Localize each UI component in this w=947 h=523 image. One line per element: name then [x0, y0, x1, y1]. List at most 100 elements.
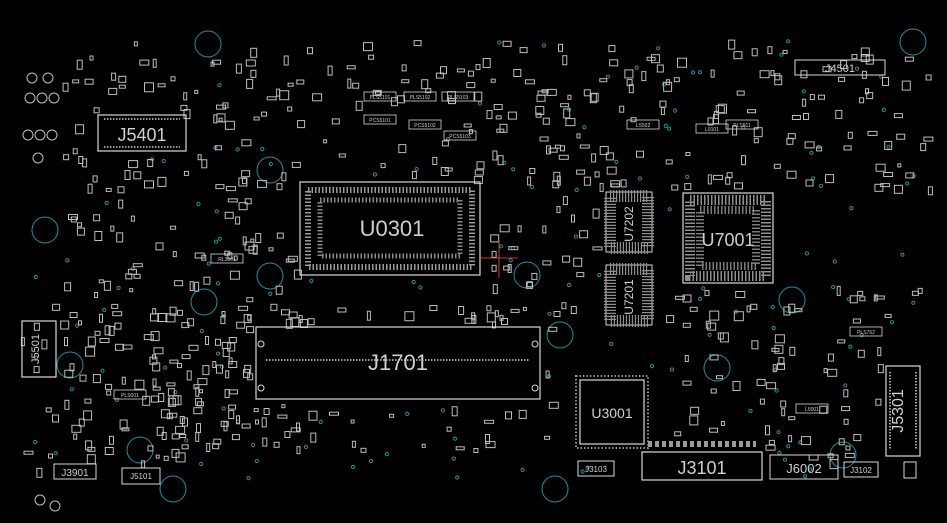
- smd-pad: [841, 406, 851, 412]
- smd-pad: [87, 336, 96, 347]
- j3901-connector[interactable]: J3901: [53, 463, 97, 480]
- smd-pad: [94, 231, 103, 241]
- via: [213, 239, 219, 244]
- smd-pad: [114, 322, 122, 330]
- smd-pad: [446, 426, 452, 432]
- smd-pad: [228, 337, 237, 343]
- smd-pad: [276, 88, 281, 97]
- smd-pad: [689, 306, 698, 312]
- smd-pad: [389, 413, 395, 418]
- j5101-connector[interactable]: J5101: [121, 467, 161, 485]
- smd-pad: [155, 454, 160, 459]
- via: [667, 207, 672, 212]
- mounting-hole: [194, 30, 222, 58]
- smd-pad: [592, 208, 600, 219]
- smd-pad: [719, 332, 729, 343]
- smd-pad: [281, 404, 286, 409]
- smd-pad: [562, 196, 568, 206]
- smd-pad: [235, 216, 241, 225]
- smd-pad: [545, 370, 550, 379]
- smd-pad: [117, 186, 125, 194]
- j3101-connector[interactable]: J3101: [641, 441, 763, 481]
- smd-pad: [52, 414, 59, 423]
- smd-pad: [87, 446, 96, 452]
- via: [859, 332, 864, 338]
- smd-pad: [307, 318, 315, 326]
- smd-pad: [690, 406, 700, 415]
- j3102-connector[interactable]: J3102: [843, 461, 879, 478]
- smd-pad: [492, 150, 498, 161]
- j4501-connector[interactable]: J4501: [794, 59, 886, 76]
- via: [508, 258, 513, 263]
- smd-pad: [160, 409, 170, 419]
- via: [786, 444, 791, 449]
- smd-pad: [843, 389, 849, 398]
- smd-pad: [750, 303, 758, 310]
- smd-pad: [78, 418, 85, 427]
- smd-pad: [576, 169, 586, 175]
- j5501-connector[interactable]: J5501: [21, 320, 57, 378]
- j1701-connector[interactable]: J1701: [255, 326, 541, 400]
- smd-pad: [170, 76, 176, 82]
- mounting-hole: [159, 475, 187, 503]
- smd-pad: [411, 171, 417, 180]
- smd-pad: [789, 346, 796, 356]
- smd-pad: [122, 344, 133, 350]
- smd-pad: [347, 78, 352, 89]
- smd-pad: [923, 136, 934, 142]
- u7201-memory[interactable]: U7201: [604, 263, 654, 327]
- smd-pad: [458, 306, 465, 315]
- smd-pad: [133, 171, 142, 180]
- via: [116, 285, 121, 290]
- via: [707, 332, 712, 337]
- smd-pad: [210, 61, 215, 67]
- u3001-chip[interactable]: U3001: [575, 375, 649, 449]
- smd-pad: [875, 163, 886, 172]
- smd-pad: [155, 242, 164, 251]
- j6002-connector[interactable]: J6002: [769, 454, 839, 480]
- smd-pad: [682, 322, 691, 328]
- u0301-cpu[interactable]: U0301: [299, 181, 481, 276]
- smd-pad: [150, 331, 160, 342]
- j5301-connector[interactable]: J5301: [885, 365, 921, 479]
- smd-pad: [307, 47, 313, 55]
- smd-pad: [36, 467, 43, 478]
- smd-pad: [866, 92, 874, 100]
- j3103-connector[interactable]: J3103: [577, 460, 615, 477]
- smd-pad: [152, 378, 157, 387]
- smd-pad: [475, 64, 481, 71]
- smd-pad: [94, 292, 99, 298]
- smd-pad: [837, 339, 846, 344]
- smd-pad: [157, 176, 167, 187]
- smd-pad: [838, 438, 845, 446]
- smd-pad: [215, 184, 225, 190]
- smd-pad: [476, 161, 485, 170]
- small-label-frame: [363, 114, 397, 125]
- via: [65, 258, 70, 263]
- smd-pad: [840, 60, 848, 70]
- smd-pad: [474, 91, 483, 102]
- test-point: [34, 129, 46, 141]
- smd-pad: [285, 318, 293, 329]
- smd-pad: [508, 246, 519, 251]
- j5401-connector[interactable]: J5401: [97, 114, 187, 152]
- u7202-memory[interactable]: U7202: [604, 190, 654, 254]
- via: [804, 251, 810, 256]
- smd-pad: [553, 311, 561, 317]
- u7001-chip[interactable]: U7001: [682, 192, 774, 284]
- smd-pad: [69, 363, 75, 372]
- smd-pad: [519, 47, 528, 54]
- smd-pad: [157, 313, 168, 322]
- smd-pad: [628, 84, 634, 94]
- small-label-frame: [113, 389, 147, 400]
- smd-pad: [139, 59, 150, 66]
- smd-pad: [535, 112, 542, 118]
- smd-pad: [156, 426, 164, 436]
- smd-pad: [884, 313, 892, 318]
- smd-pad: [619, 105, 625, 113]
- test-point: [42, 72, 54, 84]
- smd-pad: [236, 321, 246, 329]
- smd-pad: [554, 144, 561, 149]
- smd-pad: [183, 92, 188, 101]
